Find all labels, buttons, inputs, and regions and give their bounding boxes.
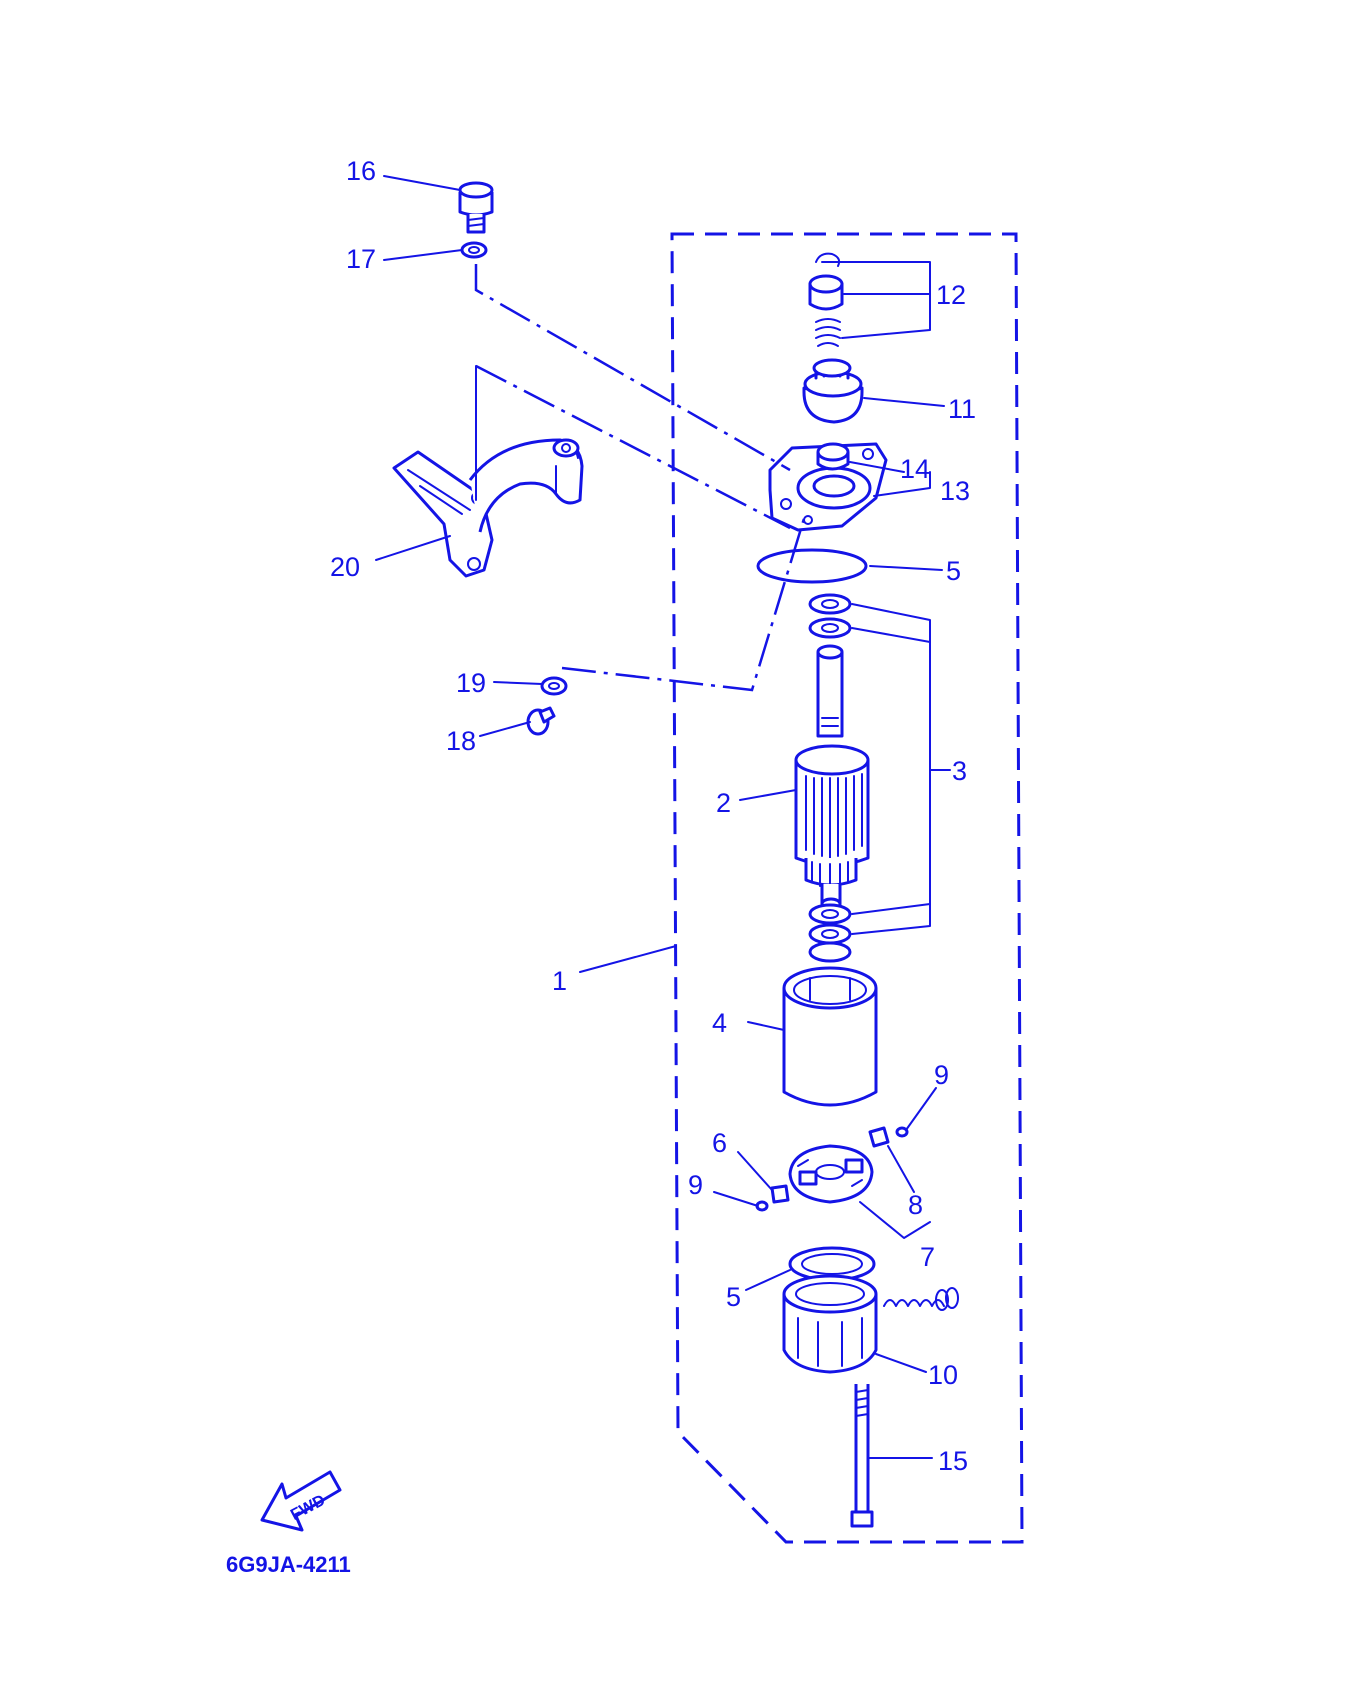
callout-1: 1	[552, 966, 567, 996]
callout-20: 20	[330, 552, 360, 582]
callout-6: 6	[712, 1128, 727, 1158]
part-13-front-bracket	[768, 442, 888, 532]
part-10-rear-cover	[782, 1274, 959, 1374]
leader-lines	[375, 175, 951, 1459]
callout-12: 12	[936, 280, 966, 310]
callout-13: 13	[940, 476, 970, 506]
part-17-washer	[460, 241, 488, 259]
callout-10: 10	[928, 1360, 958, 1390]
part-19-washer	[540, 676, 568, 696]
callout-11: 11	[948, 394, 976, 424]
callout-4: 4	[712, 1008, 727, 1038]
part-5-lower-o-ring	[788, 1246, 876, 1282]
fwd-arrow-icon: FWD	[260, 1470, 342, 1532]
part-3-upper-washers	[808, 593, 852, 639]
part-7-brush-holder	[788, 1144, 874, 1204]
part-11-pinion-gear	[802, 358, 864, 424]
callout-2: 2	[716, 788, 731, 818]
callout-5-upper: 5	[946, 556, 961, 586]
callout-18: 18	[446, 726, 476, 756]
callout-3: 3	[952, 756, 967, 786]
part-16-bolt	[458, 181, 494, 234]
part-18-screw	[526, 706, 556, 736]
callout-19: 19	[456, 668, 486, 698]
callout-15: 15	[938, 1446, 968, 1476]
assembly-boundary	[670, 232, 1024, 1544]
part-5-upper-o-ring	[756, 548, 868, 584]
part-9-brush-spring-right	[895, 1126, 909, 1138]
part-3-lower-washers	[808, 903, 852, 963]
callout-9-right: 9	[934, 1060, 949, 1090]
callout-7: 7	[920, 1242, 935, 1272]
centerline-bolt-to-bracket	[474, 264, 791, 472]
callout-16: 16	[346, 156, 376, 186]
callout-8: 8	[908, 1190, 923, 1220]
callout-9-left: 9	[688, 1170, 703, 1200]
callout-17: 17	[346, 244, 376, 274]
part-15-through-bolt	[850, 1384, 874, 1528]
callout-14: 14	[900, 454, 930, 484]
callout-5-lower: 5	[726, 1282, 741, 1312]
part-6-brush	[770, 1184, 790, 1204]
part-8-brush	[868, 1126, 890, 1148]
part-20-mounting-bracket	[392, 438, 584, 578]
part-2-armature	[794, 644, 870, 911]
part-4-yoke	[782, 966, 878, 1107]
diagram-code: 6G9JA-4211	[226, 1552, 351, 1577]
centerline-screw-to-bracket	[561, 511, 808, 692]
part-12-clip-collar-spring	[808, 252, 844, 347]
centerline-bracket-to-mount	[475, 364, 791, 530]
